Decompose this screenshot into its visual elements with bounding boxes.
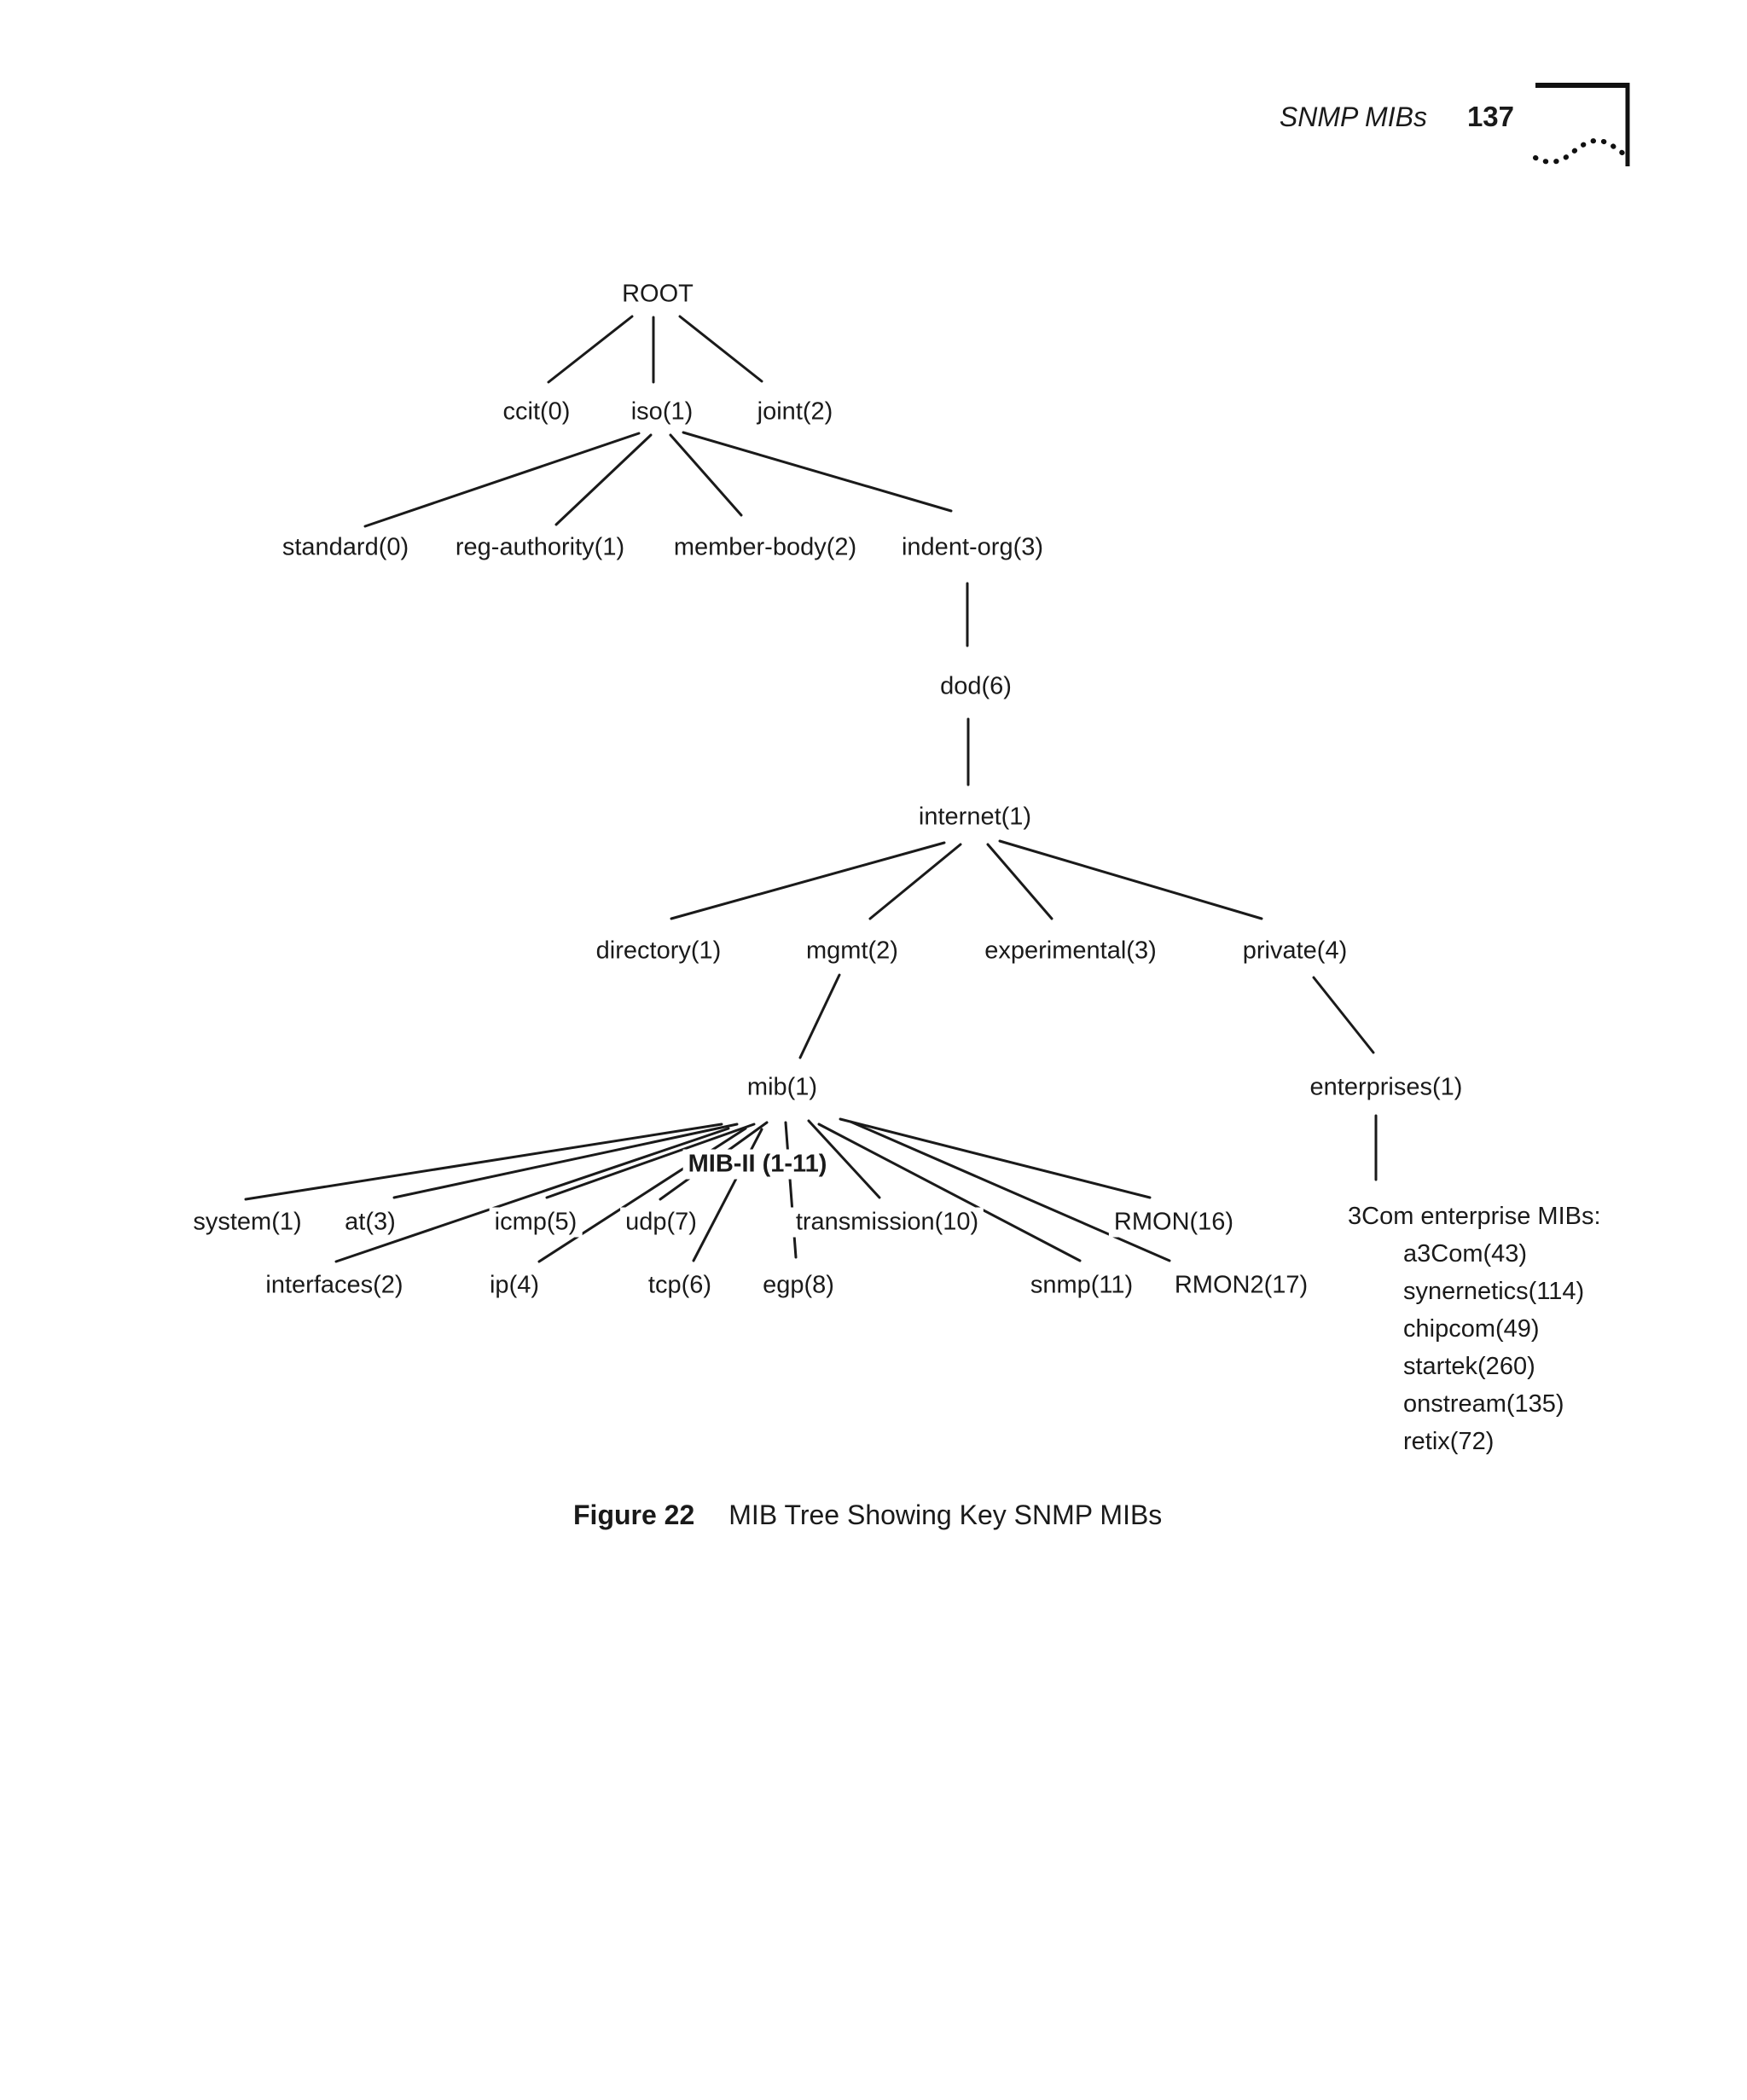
- figure-caption-text: MIB Tree Showing Key SNMP MIBs: [728, 1500, 1163, 1530]
- tree-node-at: at(3): [340, 1207, 401, 1238]
- corner-rule-lines: [1535, 83, 1630, 166]
- tree-node-egp: egp(8): [757, 1270, 839, 1301]
- tree-node-system: system(1): [188, 1207, 307, 1238]
- tree-node-tcp: tcp(6): [642, 1270, 717, 1301]
- tree-node-indent-org: indent-org(3): [896, 532, 1049, 563]
- tree-node-member-body: member-body(2): [668, 532, 862, 563]
- tree-node-transmission: transmission(10): [790, 1207, 984, 1238]
- list-item: retix(72): [1403, 1428, 1495, 1455]
- header-section-title: SNMP MIBs: [1279, 102, 1427, 132]
- tree-node-snmp: snmp(11): [1024, 1270, 1139, 1301]
- list-item: a3Com(43): [1403, 1240, 1528, 1268]
- enterprise-mibs-heading: 3Com enterprise MIBs:: [1348, 1203, 1601, 1230]
- enterprise-mibs-list: 3Com enterprise MIBs: a3Com(43) synernet…: [1348, 1204, 1601, 1467]
- dotted-wave: [1533, 137, 1628, 165]
- page-header: SNMP MIBs 137: [1280, 101, 1514, 133]
- tree-node-root: ROOT: [617, 279, 699, 310]
- tree-node-ip: ip(4): [484, 1270, 545, 1301]
- tree-node-ccit: ccit(0): [497, 397, 576, 427]
- tree-node-reg-authority: reg-authority(1): [450, 532, 630, 563]
- list-item: synernetics(114): [1403, 1278, 1585, 1305]
- figure-caption: Figure 22 MIB Tree Showing Key SNMP MIBs: [573, 1500, 1162, 1531]
- tree-node-directory: directory(1): [590, 936, 727, 966]
- list-item: startek(260): [1403, 1353, 1535, 1380]
- tree-node-enterprises: enterprises(1): [1304, 1072, 1468, 1103]
- tree-node-mib2-range-label: MIB-II (1-11): [682, 1149, 833, 1180]
- tree-node-dod: dod(6): [935, 671, 1017, 702]
- tree-node-experimental: experimental(3): [979, 936, 1162, 966]
- tree-node-rmon: RMON(16): [1108, 1207, 1239, 1238]
- header-page-number: 137: [1466, 101, 1514, 132]
- tree-node-icmp: icmp(5): [489, 1207, 583, 1238]
- tree-node-internet: internet(1): [913, 802, 1037, 832]
- figure-caption-number: Figure 22: [573, 1500, 695, 1530]
- tree-node-iso: iso(1): [625, 397, 699, 427]
- tree-node-joint: joint(2): [752, 397, 839, 427]
- tree-node-interfaces: interfaces(2): [260, 1270, 409, 1301]
- list-item: onstream(135): [1403, 1390, 1564, 1418]
- tree-node-mib: mib(1): [741, 1072, 823, 1103]
- tree-node-private: private(4): [1237, 936, 1353, 966]
- tree-node-rmon2: RMON2(17): [1169, 1270, 1314, 1301]
- tree-node-standard: standard(0): [276, 532, 415, 563]
- tree-node-udp: udp(7): [620, 1207, 702, 1238]
- tree-node-mgmt: mgmt(2): [801, 936, 903, 966]
- list-item: chipcom(49): [1403, 1315, 1540, 1343]
